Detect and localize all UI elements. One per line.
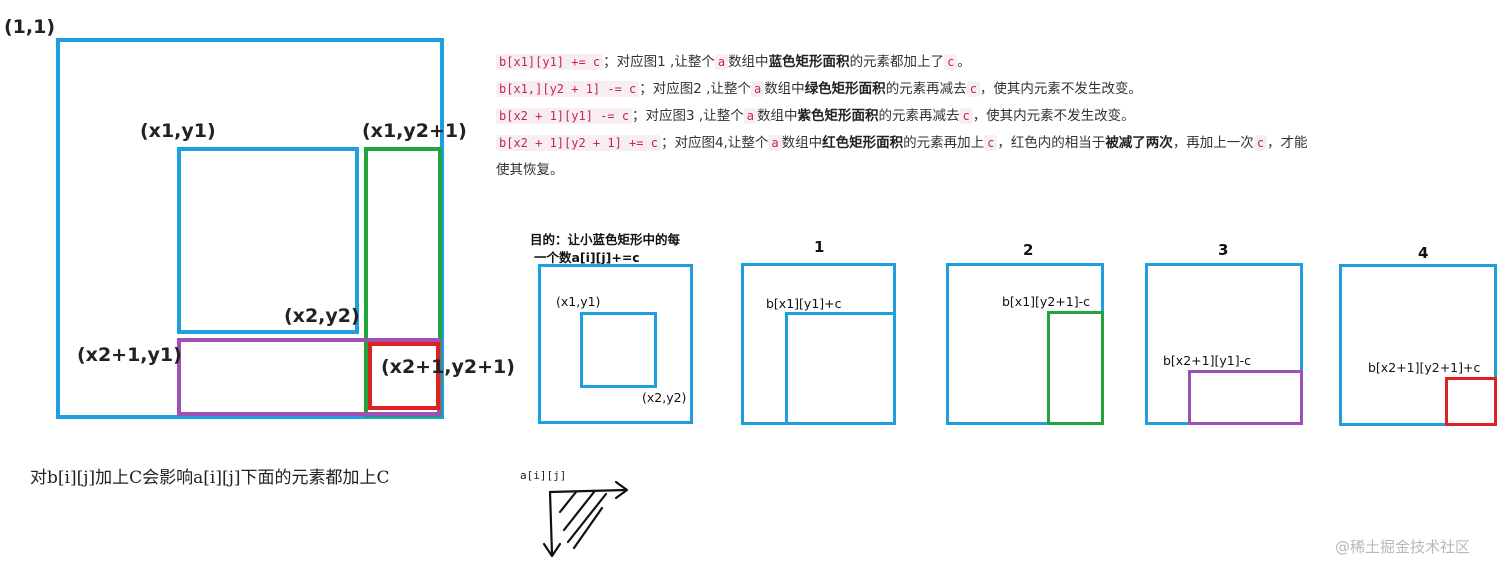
explanation-line-5: 使其恢复。	[496, 162, 564, 178]
red-rect	[368, 342, 440, 410]
text: ，红色内的相当于	[997, 135, 1106, 151]
code-a: a	[750, 81, 765, 97]
inner-blue-rect	[177, 147, 359, 334]
diagram-2-number: 2	[1023, 241, 1034, 259]
goal-outer-rect	[538, 264, 693, 424]
text: 。	[957, 54, 971, 70]
code-line-3: b[x2 + 1][y1] -= c	[496, 108, 633, 124]
diagram-2-label: b[x1][y2+1]-c	[1002, 294, 1090, 309]
goal-text-2: 一个数a[i][j]+=c	[534, 250, 640, 265]
code-line-1: b[x1][y1] += c	[496, 54, 604, 70]
code-a: a	[743, 108, 757, 124]
text: 的元素再减去	[885, 81, 967, 97]
diagram-4-number: 4	[1418, 244, 1429, 262]
bold-text: 红色矩形面积	[822, 135, 904, 151]
code-c: c	[966, 81, 980, 97]
text: 的元素都加上了	[849, 54, 945, 70]
x2y2-label: (x2,y2)	[284, 305, 360, 327]
code-line-4: b[x2 + 1][y2 + 1] += c	[496, 135, 661, 151]
goal-x2y2-label: (x2,y2)	[642, 390, 687, 405]
code-c: c	[1253, 135, 1268, 151]
down-arrow-shaft	[548, 490, 554, 556]
diagram-1-number: 1	[814, 238, 825, 256]
text: ，再加上一次	[1172, 135, 1254, 151]
text: 数组中	[781, 135, 823, 151]
text: 的元素再加上	[903, 135, 985, 151]
right-arrowhead	[614, 480, 629, 500]
down-arrowhead	[542, 542, 562, 558]
bold-text: 被减了两次	[1105, 135, 1173, 151]
bold-text: 蓝色矩形面积	[768, 54, 850, 70]
text: ；对应图4,让整个	[660, 135, 769, 151]
x2plus1-y2plus1-label: (x2+1,y2+1)	[381, 356, 515, 378]
code-c: c	[959, 108, 973, 124]
goal-inner-rect	[580, 312, 657, 388]
x1y1-label: (x1,y1)	[140, 120, 216, 142]
code-c: c	[944, 54, 958, 70]
text: ，使其内元素不发生改变。	[972, 108, 1135, 124]
text: 数组中	[756, 108, 798, 124]
bottom-note: 对b[i][j]加上C会影响a[i][j]下面的元素都加上C	[30, 468, 390, 488]
code-a: a	[768, 135, 782, 151]
text: ；对应图3 ,让整个	[632, 108, 744, 124]
corner-label: (1,1)	[4, 16, 56, 38]
outer-blue-rect	[56, 38, 444, 419]
diagram-4-outer-rect	[1339, 264, 1497, 426]
aij-label: a[i][j]	[520, 469, 567, 482]
diagram-3-number: 3	[1218, 241, 1229, 259]
code-line-2: b[x1,][y2 + 1] -= c	[496, 81, 640, 97]
text: 数组中	[728, 54, 769, 70]
code-c: c	[984, 135, 998, 151]
sketch-arrows	[542, 480, 629, 558]
diagram-2-green-rect	[1047, 311, 1104, 425]
text: ；对应图1 ,让整个	[603, 54, 715, 70]
text: ，才能	[1267, 135, 1308, 151]
text: ；对应图2 ,让整个	[639, 81, 751, 97]
bold-text: 紫色矩形面积	[797, 108, 879, 124]
diagram-1-label: b[x1][y1]+c	[766, 296, 842, 311]
diagram-4-label: b[x2+1][y2+1]+c	[1368, 360, 1481, 375]
goal-text-1: 目的：让小蓝色矩形中的每	[530, 232, 681, 247]
diagram-1-blue-rect	[785, 312, 896, 425]
diagram-4-red-rect	[1445, 377, 1497, 426]
bold-text: 绿色矩形面积	[804, 81, 886, 97]
code-a: a	[714, 54, 729, 70]
right-arrow-shaft	[548, 488, 628, 494]
text: 的元素再减去	[878, 108, 960, 124]
goal-x1y1-label: (x1,y1)	[556, 294, 601, 309]
text: 数组中	[764, 81, 805, 97]
x1-y2plus1-label: (x1,y2+1)	[362, 120, 467, 142]
watermark: @稀土掘金技术社区	[1335, 538, 1471, 556]
x2plus1-y1-label: (x2+1,y1)	[77, 344, 182, 366]
diagram-3-purple-rect	[1188, 370, 1303, 425]
diagram-3-label: b[x2+1][y1]-c	[1163, 353, 1251, 368]
text: ，使其内元素不发生改变。	[979, 81, 1142, 97]
